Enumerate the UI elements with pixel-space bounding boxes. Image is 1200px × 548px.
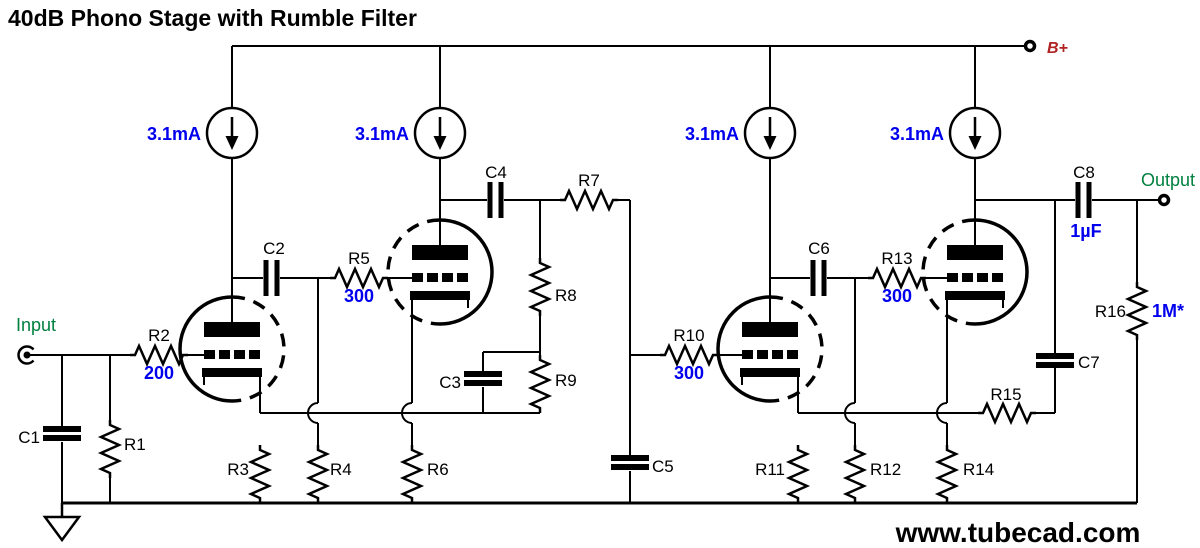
current-source-3	[743, 106, 797, 160]
capacitor-C3-label: C3	[439, 373, 461, 392]
resistor-R16-label: R16	[1095, 302, 1126, 321]
capacitor-C5	[611, 458, 649, 467]
resistor-R13-label: R13	[881, 249, 912, 268]
capacitor-C4	[490, 182, 501, 218]
stage3-wires	[741, 277, 978, 445]
capacitor-C8-label: C8	[1073, 163, 1095, 182]
stage1-wires	[30, 277, 540, 503]
tube-triode-1	[178, 295, 286, 403]
resistor-R12-label: R12	[870, 460, 901, 479]
wires	[30, 45, 1159, 505]
capacitor-C4-label: C4	[485, 163, 507, 182]
wire-hop-arcs	[307, 402, 948, 424]
resistor-R7-label: R7	[578, 171, 600, 190]
capacitor-C3	[464, 374, 502, 383]
capacitor-C7	[1036, 356, 1074, 365]
resistor-R1-label: R1	[124, 435, 146, 454]
resistor-R15	[976, 402, 1038, 424]
resistor-R16-value: 1M*	[1152, 301, 1184, 321]
bplus-terminal	[1023, 39, 1037, 53]
resistor-R2-label: R2	[148, 326, 170, 345]
capacitor-C6	[813, 260, 824, 296]
resistor-R2-value: 200	[144, 363, 174, 383]
resistor-R8	[529, 256, 551, 318]
current-source-1-value: 3.1mA	[147, 124, 201, 144]
page-title: 40dB Phono Stage with Rumble Filter	[8, 5, 417, 31]
resistor-R9	[529, 353, 551, 415]
resistor-R9-label: R9	[555, 371, 577, 390]
current-source-3-value: 3.1mA	[685, 124, 739, 144]
resistor-R3	[249, 443, 271, 505]
bplus-rail	[231, 45, 1030, 322]
current-source-2	[413, 106, 467, 160]
website-text: www.tubecad.com	[895, 517, 1141, 548]
capacitor-C5-label: C5	[652, 457, 674, 476]
input-label: Input	[16, 315, 56, 335]
resistor-R4	[307, 443, 329, 505]
ground-triangle	[42, 515, 82, 543]
capacitor-C1-label: C1	[18, 428, 40, 447]
resistor-R10	[658, 344, 720, 366]
resistor-R14	[936, 443, 958, 505]
capacitor-C8	[1078, 182, 1089, 218]
capacitor-C6-label: C6	[808, 239, 830, 258]
resistor-R3-label: R3	[227, 460, 249, 479]
resistor-R6	[401, 443, 423, 505]
stage4-output-wires	[975, 199, 1159, 503]
ground-symbol	[42, 503, 82, 543]
resistor-R5	[328, 267, 390, 289]
resistor-R15-label: R15	[990, 385, 1021, 404]
resistor-R4-label: R4	[330, 460, 352, 479]
resistor-R6-label: R6	[427, 460, 449, 479]
tube-triode-2	[386, 218, 494, 326]
current-source-4	[948, 106, 1002, 160]
resistor-R5-value: 300	[344, 286, 374, 306]
tube-triode-3	[716, 295, 824, 403]
resistor-R8-label: R8	[555, 286, 577, 305]
resistor-R16	[1126, 280, 1148, 342]
capacitor-C7-label: C7	[1078, 353, 1100, 372]
stage2-filter-wires	[440, 199, 742, 503]
current-source-2-value: 3.1mA	[355, 124, 409, 144]
capacitor-C2	[266, 260, 277, 296]
input-jack	[17, 345, 35, 365]
resistor-R14-label: R14	[963, 460, 994, 479]
output-label: Output	[1141, 170, 1195, 190]
resistor-R13-value: 300	[882, 286, 912, 306]
output-terminal	[1157, 193, 1171, 207]
tube-triode-4	[921, 218, 1029, 326]
capacitor-C8-value: 1µF	[1070, 221, 1101, 241]
resistor-R10-label: R10	[673, 326, 704, 345]
resistor-R13	[866, 267, 928, 289]
resistor-R11-label: R11	[755, 460, 785, 479]
capacitor-C2-label: C2	[263, 239, 285, 258]
resistor-R12	[844, 443, 866, 505]
resistor-R1	[99, 418, 121, 480]
resistor-R5-label: R5	[348, 249, 370, 268]
bplus-label: B+	[1047, 40, 1068, 57]
resistor-R10-value: 300	[674, 363, 704, 383]
resistor-R7	[558, 189, 620, 211]
resistor-R11	[787, 443, 809, 505]
current-source-1	[205, 106, 259, 160]
capacitor-C1	[43, 429, 81, 438]
current-source-4-value: 3.1mA	[890, 124, 944, 144]
